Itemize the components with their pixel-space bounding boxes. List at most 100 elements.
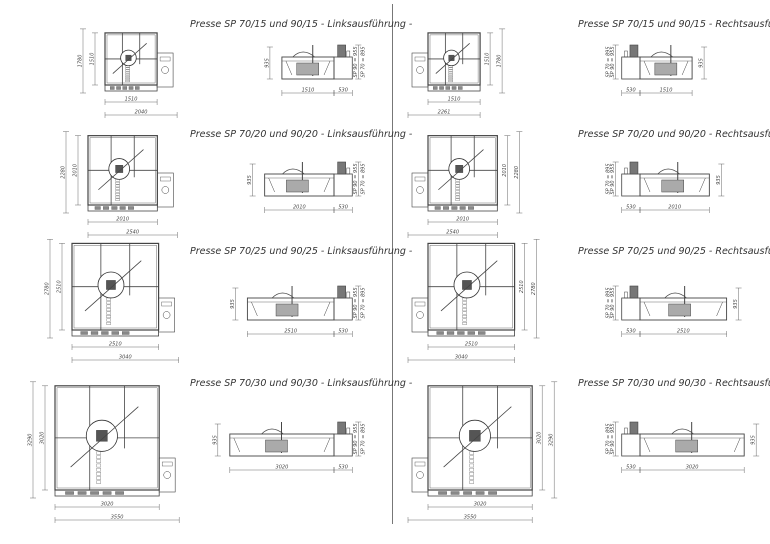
- line: [699, 177, 706, 193]
- title-left-30: Presse SP 70/30 und 90/30 - Linksausführ…: [190, 378, 413, 389]
- rect: [448, 80, 453, 83]
- rect: [457, 331, 465, 335]
- rect: [411, 297, 429, 333]
- dimension-label: 530: [626, 329, 636, 335]
- rect: [119, 206, 126, 210]
- dimension-label: SP 90 = 955: [353, 46, 359, 77]
- rect: [629, 285, 639, 299]
- rect: [427, 84, 481, 92]
- rect: [96, 476, 101, 480]
- rect: [71, 329, 159, 337]
- height-note: SP 70 = 895: [606, 46, 612, 77]
- dimension-label: 2510: [677, 329, 690, 335]
- rect: [87, 204, 158, 212]
- rect: [333, 433, 353, 457]
- rect: [438, 491, 447, 495]
- rect: [468, 206, 474, 210]
- rect: [104, 84, 158, 92]
- dimension-label: 2510: [284, 329, 297, 335]
- dimension-label: SP 90 = 955: [610, 287, 616, 318]
- rect: [451, 86, 457, 90]
- rect: [135, 86, 140, 90]
- rect: [90, 331, 99, 335]
- rect: [128, 86, 134, 90]
- dimension-label: 2010: [116, 217, 129, 223]
- rect: [455, 195, 460, 199]
- line: [323, 60, 331, 76]
- dimension-label: SP 90 = 955: [353, 423, 359, 454]
- rect: [111, 206, 118, 210]
- line: [70, 406, 139, 468]
- rect: [455, 198, 460, 201]
- dimension-label: 935: [247, 175, 253, 185]
- dimension-label: 530: [338, 88, 348, 94]
- rect: [90, 491, 99, 495]
- rect: [462, 301, 467, 305]
- rect: [469, 463, 474, 468]
- rect: [158, 457, 176, 493]
- rect: [624, 291, 628, 299]
- rect: [125, 78, 130, 80]
- rect: [333, 297, 353, 321]
- rect: [161, 461, 173, 467]
- rect: [125, 73, 130, 76]
- press-head: [282, 168, 305, 175]
- rect: [621, 433, 641, 457]
- dimension-label: 935: [212, 435, 218, 445]
- title-right-30: Presse SP 70/30 und 90/30 - Rechtsausfüh…: [578, 378, 770, 389]
- rect: [624, 167, 628, 175]
- rect: [106, 318, 111, 322]
- rect: [337, 161, 346, 175]
- rect: [333, 56, 353, 80]
- dimension-label: SP 90 = 955: [610, 163, 616, 194]
- rect: [296, 62, 319, 76]
- rect: [54, 489, 160, 497]
- rect: [462, 297, 467, 301]
- rect: [337, 44, 346, 58]
- line: [84, 260, 142, 312]
- dimension-label: 3550: [111, 515, 124, 521]
- rect: [115, 187, 120, 190]
- rect: [159, 56, 171, 62]
- control-knob: [163, 471, 171, 479]
- rect: [462, 308, 467, 312]
- rect: [125, 54, 132, 61]
- rect: [433, 86, 438, 90]
- rect: [96, 459, 101, 464]
- control-box: [156, 52, 174, 88]
- rect: [96, 455, 101, 459]
- rect: [275, 303, 299, 317]
- rect: [128, 206, 134, 210]
- dimension-label: 2010: [456, 217, 469, 223]
- rect: [333, 173, 353, 197]
- rect: [106, 304, 111, 308]
- title-right-20: Presse SP 70/20 und 90/20 - Rechtsausfüh…: [578, 129, 770, 140]
- dimension-label: 3040: [455, 355, 468, 361]
- rect: [469, 467, 474, 472]
- line: [443, 406, 512, 468]
- rect: [115, 193, 120, 196]
- rect: [96, 451, 101, 455]
- rect: [414, 56, 426, 62]
- press-head: [671, 428, 694, 435]
- dimension-label: 2510: [465, 342, 478, 348]
- dimension-label: 2510: [109, 342, 122, 348]
- height-note: SP 70 = 895: [360, 423, 366, 454]
- height-note: SP 70 = 895: [606, 287, 612, 318]
- rect: [125, 75, 130, 78]
- rect: [462, 311, 467, 315]
- dimension-label: 3290: [549, 434, 555, 447]
- rect: [455, 193, 460, 196]
- line: [643, 177, 651, 193]
- rect: [458, 86, 463, 90]
- control-box: [411, 52, 429, 88]
- dimension-label: 2510: [57, 280, 63, 293]
- rect: [158, 297, 175, 333]
- rect: [427, 204, 498, 212]
- rect: [469, 459, 474, 464]
- rect: [469, 451, 474, 455]
